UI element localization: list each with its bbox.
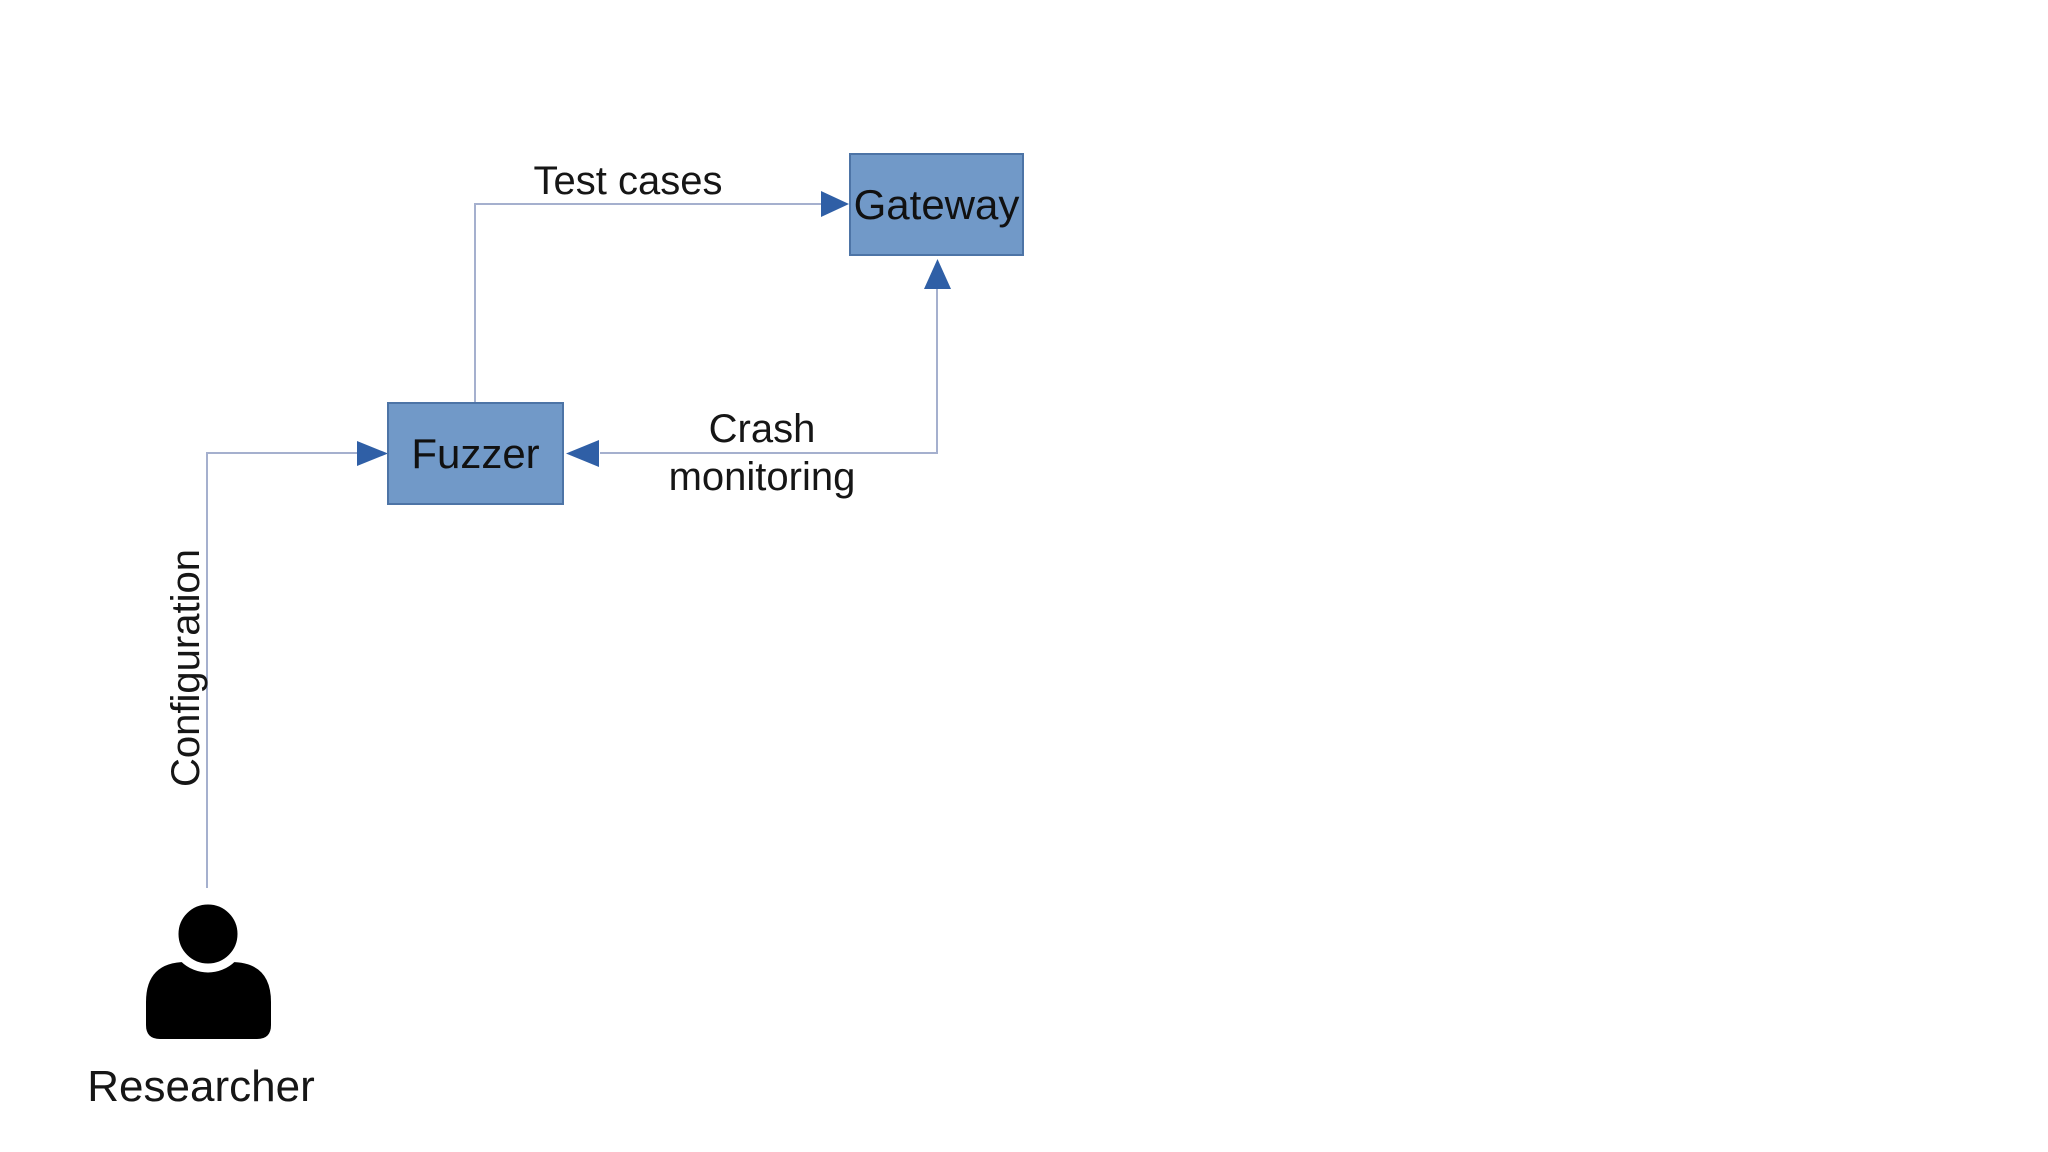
node-gateway-label: Gateway [853, 180, 1020, 228]
edge-test-cases-line [474, 203, 823, 402]
edge-label-crash-monitoring: Crash monitoring [668, 407, 856, 499]
person-icon-body [146, 962, 271, 1039]
edge-configuration-arrowhead [357, 441, 388, 466]
node-gateway: Gateway [849, 153, 1024, 256]
edge-label-test-cases: Test cases [533, 159, 723, 203]
edge-crash-monitoring-line [600, 288, 938, 454]
edge-crash-monitoring-arrowhead-left [566, 440, 599, 467]
edge-crash-monitoring-arrowhead-up [924, 259, 951, 289]
edge-configuration-line [206, 452, 358, 888]
actor-label-researcher: Researcher [87, 1062, 315, 1111]
person-icon-head [169, 895, 247, 973]
person-icon [146, 895, 271, 1039]
node-fuzzer-label: Fuzzer [411, 429, 540, 477]
edge-test-cases-arrowhead [821, 191, 849, 217]
edge-label-configuration: Configuration [164, 549, 208, 787]
node-fuzzer: Fuzzer [387, 402, 564, 505]
